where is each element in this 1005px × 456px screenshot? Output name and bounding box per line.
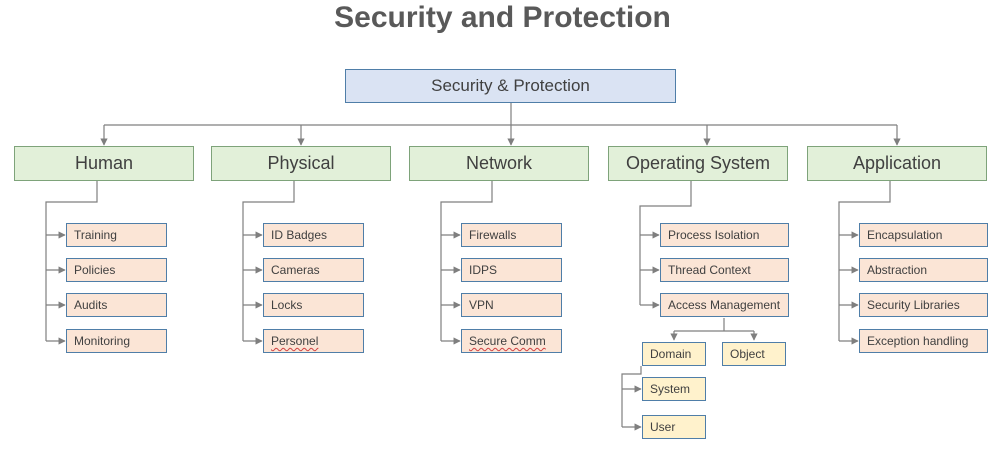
application-item-label: Exception handling xyxy=(867,334,969,348)
os-item-label: Thread Context xyxy=(668,263,751,277)
category-network: Network xyxy=(409,146,589,181)
physical-item-label: Cameras xyxy=(271,263,320,277)
os-item: Process Isolation xyxy=(660,223,789,247)
diagram-title: Security and Protection xyxy=(334,1,671,34)
application-item: Security Libraries xyxy=(859,293,988,317)
network-item-label: VPN xyxy=(469,298,494,312)
root-node-label: Security & Protection xyxy=(431,76,590,95)
human-item-label: Policies xyxy=(74,263,116,277)
human-item: Training xyxy=(66,223,167,247)
category-operating-system-label: Operating System xyxy=(625,153,771,173)
human-item: Policies xyxy=(66,258,167,282)
network-item: Secure Comm xyxy=(461,329,562,353)
physical-item-label: ID Badges xyxy=(271,228,328,242)
os-item-label: Access Management xyxy=(668,298,781,312)
application-item-label: Abstraction xyxy=(867,263,928,277)
human-item-label: Monitoring xyxy=(74,334,131,348)
domain-child-label: User xyxy=(650,420,676,434)
human-item: Audits xyxy=(66,293,167,317)
physical-item: ID Badges xyxy=(263,223,364,247)
application-item: Abstraction xyxy=(859,258,988,282)
human-item: Monitoring xyxy=(66,329,167,353)
physical-item: Locks xyxy=(263,293,364,317)
network-item-label: Secure Comm xyxy=(469,334,546,348)
os-item: Thread Context xyxy=(660,258,789,282)
access-child-domain: Domain xyxy=(642,342,706,366)
physical-item: Personel xyxy=(263,329,364,353)
application-item-label: Security Libraries xyxy=(867,298,960,312)
application-item: Exception handling xyxy=(859,329,988,353)
category-human: Human xyxy=(14,146,194,181)
category-physical-label: Physical xyxy=(267,153,335,173)
domain-child-system: System xyxy=(642,377,706,401)
category-application-label: Application xyxy=(852,153,942,173)
category-operating-system: Operating System xyxy=(608,146,788,181)
physical-item-label: Locks xyxy=(271,298,303,312)
access-child-object: Object xyxy=(722,342,786,366)
network-item-label: Firewalls xyxy=(469,228,517,242)
os-item: Access Management xyxy=(660,293,789,317)
network-item: IDPS xyxy=(461,258,562,282)
category-human-label: Human xyxy=(74,153,134,173)
physical-item: Cameras xyxy=(263,258,364,282)
access-child-label: Object xyxy=(730,347,765,361)
application-item-label: Encapsulation xyxy=(867,228,943,242)
application-item: Encapsulation xyxy=(859,223,988,247)
access-child-label: Domain xyxy=(650,347,692,361)
human-item-label: Training xyxy=(74,228,117,242)
os-item-label: Process Isolation xyxy=(668,228,760,242)
physical-item-label: Personel xyxy=(271,334,319,348)
category-application: Application xyxy=(807,146,987,181)
network-item: Firewalls xyxy=(461,223,562,247)
root-node: Security & Protection xyxy=(345,69,676,103)
domain-child-label: System xyxy=(650,382,691,396)
domain-child-user: User xyxy=(642,415,706,439)
category-network-label: Network xyxy=(465,153,532,173)
category-physical: Physical xyxy=(211,146,391,181)
network-item: VPN xyxy=(461,293,562,317)
network-item-label: IDPS xyxy=(469,263,498,277)
human-item-label: Audits xyxy=(74,298,108,312)
